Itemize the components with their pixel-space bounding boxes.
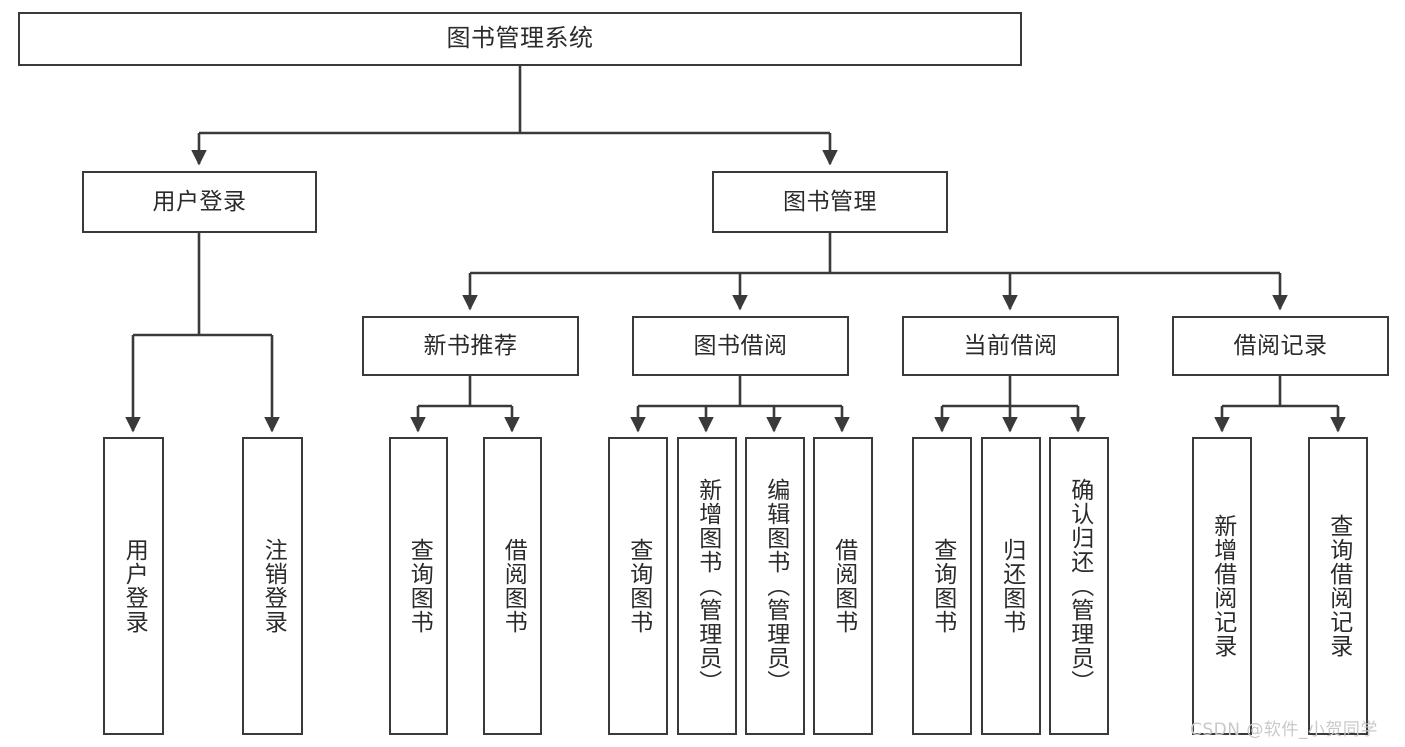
node-leaf-confirm-return-label: 确认归还（管理员） bbox=[1066, 478, 1093, 694]
node-borrow-record[interactable]: 借阅记录 bbox=[1172, 316, 1389, 376]
node-leaf-borrow-book-1[interactable]: 借阅图书 bbox=[483, 437, 542, 735]
node-borrow-record-label: 借阅记录 bbox=[1233, 332, 1328, 359]
node-book-borrow-label: 图书借阅 bbox=[693, 332, 788, 359]
node-root-label: 图书管理系统 bbox=[446, 24, 594, 53]
node-root[interactable]: 图书管理系统 bbox=[18, 12, 1022, 66]
node-user-login-label: 用户登录 bbox=[152, 188, 247, 215]
node-new-book-recommend[interactable]: 新书推荐 bbox=[362, 316, 579, 376]
node-book-manage-label: 图书管理 bbox=[783, 188, 877, 215]
node-leaf-query-book-2-label: 查询图书 bbox=[625, 538, 652, 634]
csdn-watermark: CSDN @软件_小贺同学 bbox=[1190, 720, 1378, 740]
node-leaf-user-login-label: 用户登录 bbox=[121, 538, 148, 634]
node-leaf-logout-login-label: 注销登录 bbox=[260, 538, 287, 634]
node-leaf-return-book[interactable]: 归还图书 bbox=[981, 437, 1041, 735]
node-leaf-query-record-label: 查询借阅记录 bbox=[1325, 514, 1352, 658]
node-leaf-query-book-1[interactable]: 查询图书 bbox=[389, 437, 448, 735]
node-leaf-logout-login[interactable]: 注销登录 bbox=[242, 437, 303, 735]
node-leaf-borrow-book-2[interactable]: 借阅图书 bbox=[813, 437, 873, 735]
node-book-manage[interactable]: 图书管理 bbox=[712, 171, 948, 233]
node-user-login[interactable]: 用户登录 bbox=[82, 171, 317, 233]
node-book-borrow[interactable]: 图书借阅 bbox=[632, 316, 849, 376]
node-leaf-edit-book-label: 编辑图书（管理员） bbox=[762, 478, 789, 694]
node-leaf-query-book-3-label: 查询图书 bbox=[929, 538, 956, 634]
node-leaf-confirm-return[interactable]: 确认归还（管理员） bbox=[1049, 437, 1109, 735]
node-leaf-borrow-book-1-label: 借阅图书 bbox=[500, 538, 527, 634]
node-leaf-query-record[interactable]: 查询借阅记录 bbox=[1308, 437, 1368, 735]
node-leaf-add-record[interactable]: 新增借阅记录 bbox=[1192, 437, 1252, 735]
node-new-book-recommend-label: 新书推荐 bbox=[423, 332, 518, 359]
node-leaf-add-book[interactable]: 新增图书（管理员） bbox=[677, 437, 737, 735]
node-leaf-borrow-book-2-label: 借阅图书 bbox=[830, 538, 857, 634]
node-leaf-query-book-1-label: 查询图书 bbox=[406, 538, 433, 634]
node-leaf-add-record-label: 新增借阅记录 bbox=[1209, 514, 1236, 658]
node-leaf-return-book-label: 归还图书 bbox=[998, 538, 1025, 634]
node-current-borrow[interactable]: 当前借阅 bbox=[902, 316, 1119, 376]
node-leaf-add-book-label: 新增图书（管理员） bbox=[694, 478, 721, 694]
node-leaf-query-book-3[interactable]: 查询图书 bbox=[912, 437, 972, 735]
node-leaf-user-login[interactable]: 用户登录 bbox=[103, 437, 164, 735]
node-leaf-query-book-2[interactable]: 查询图书 bbox=[608, 437, 668, 735]
node-current-borrow-label: 当前借阅 bbox=[963, 332, 1058, 359]
node-leaf-edit-book[interactable]: 编辑图书（管理员） bbox=[745, 437, 805, 735]
